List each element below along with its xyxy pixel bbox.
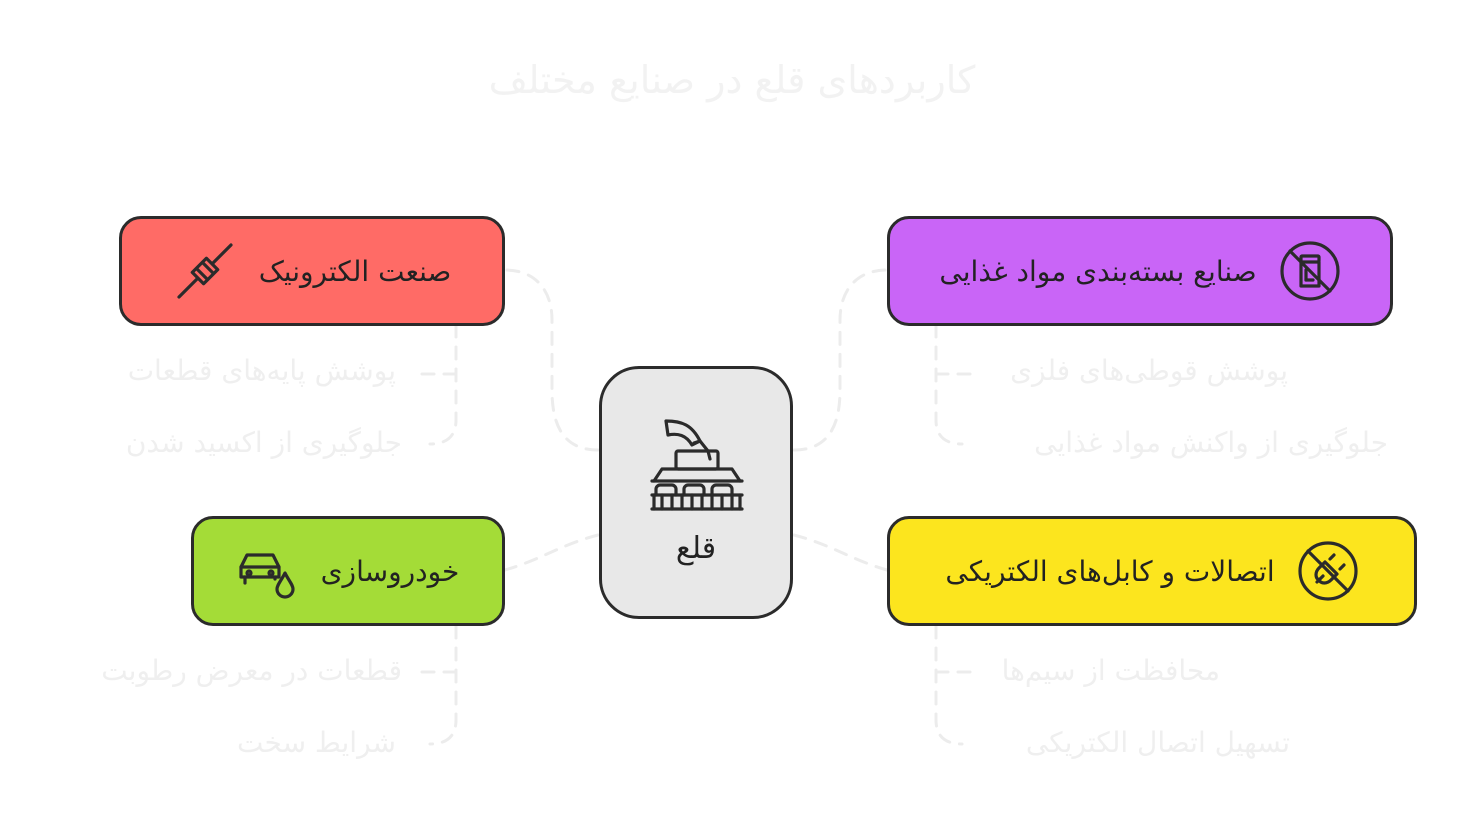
tin-plating-machine-icon	[648, 415, 744, 519]
no-can-icon	[1279, 240, 1341, 302]
branch-electronics: صنعت الکترونیک	[119, 216, 505, 326]
car-oil-drop-icon	[237, 543, 299, 599]
connector-automotive-items	[428, 624, 458, 746]
automotive-item-1: قطعات در معرض رطوبت	[101, 654, 402, 687]
electronic-component-icon	[173, 239, 237, 303]
food-item-1: پوشش قوطی‌های فلزی	[1010, 354, 1288, 387]
branch-food-packaging: صنایع بسته‌بندی مواد غذایی	[887, 216, 1393, 326]
branch-electrical-connections: اتصالات و کابل‌های الکتریکی	[887, 516, 1417, 626]
center-node-tin: قلع	[599, 366, 793, 619]
branch-automotive: خودروسازی	[191, 516, 505, 626]
branch-electronics-label: صنعت الکترونیک	[258, 254, 452, 288]
automotive-item-2: شرایط سخت	[237, 726, 396, 759]
connector-center-electronics	[503, 268, 600, 452]
branch-food-packaging-label: صنایع بسته‌بندی مواد غذایی	[939, 254, 1257, 288]
no-plug-icon	[1297, 540, 1359, 602]
electrical-item-1: محافظت از سیم‌ها	[1001, 654, 1220, 687]
diagram-title: کاربردهای قلع در صنایع مختلف	[488, 58, 976, 102]
center-node-label: قلع	[675, 531, 717, 566]
branch-automotive-label: خودروسازی	[320, 554, 460, 588]
electronics-item-1: پوشش پایه‌های قطعات	[127, 354, 396, 387]
connector-center-electrical	[792, 533, 889, 572]
connector-center-food	[792, 268, 889, 452]
food-item-2: جلوگیری از واکنش مواد غذایی	[1034, 426, 1388, 459]
branch-electrical-label: اتصالات و کابل‌های الکتریکی	[945, 554, 1275, 588]
connector-food-items	[934, 323, 964, 446]
connector-electronics-items	[428, 323, 458, 446]
electrical-item-2: تسهیل اتصال الکتریکی	[1025, 726, 1290, 759]
electronics-item-2: جلوگیری از اکسید شدن	[125, 426, 402, 459]
connector-center-automotive	[503, 533, 600, 572]
connector-electrical-items	[934, 624, 964, 746]
